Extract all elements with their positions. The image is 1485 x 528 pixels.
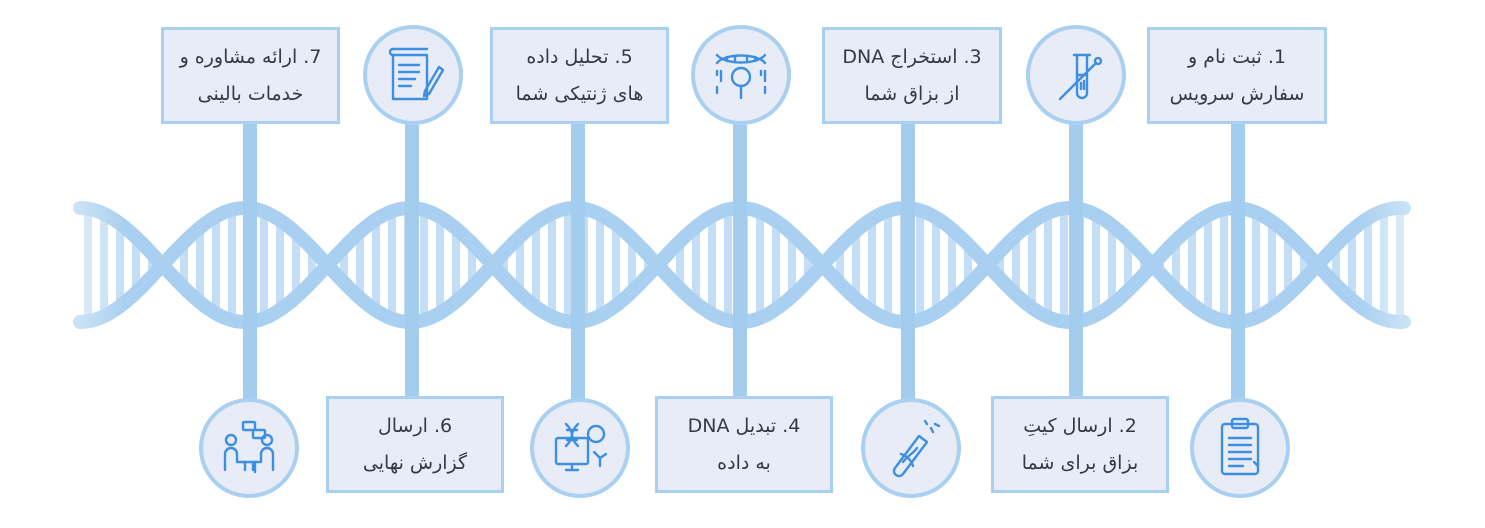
connector-line-7 — [1231, 118, 1245, 408]
step-1-title: 1. ثبت نام و — [1188, 45, 1286, 68]
step-5-title: 5. تحلیل داده — [526, 45, 633, 68]
step-5-box: 5. تحلیل داده های ژنتیکی شما — [490, 27, 669, 124]
clipboard-icon — [1220, 417, 1260, 476]
step-3-box: 3. استخراج DNA از بزاق شما — [822, 27, 1002, 124]
step-5-icon-circle — [530, 398, 630, 498]
step-5-subtitle: های ژنتیکی شما — [515, 82, 644, 105]
step-7-box: 7. ارائه مشاوره و خدمات بالینی — [161, 27, 340, 124]
step-1-icon-circle — [1026, 25, 1126, 125]
step-4-box: 4. تبدیل DNA به داده — [655, 396, 833, 493]
step-6-subtitle: گزارش نهایی — [362, 451, 468, 474]
connector-line-3 — [571, 118, 585, 408]
connector-line-4 — [733, 118, 747, 408]
document-pen-icon — [388, 47, 445, 101]
test-tube-swab-icon — [892, 419, 941, 478]
step-2-title: 2. ارسال کیتِ — [1023, 414, 1137, 437]
step-3-subtitle: از بزاق شما — [864, 82, 960, 105]
step-2-box: 2. ارسال کیتِ بزاق برای شما — [991, 396, 1169, 493]
dna-monitor-icon — [554, 422, 608, 472]
dna-search-icon — [715, 53, 767, 100]
step-6-title: 6. ارسال — [377, 414, 453, 437]
step-3-title: 3. استخراج DNA — [842, 45, 982, 68]
step-4-title: 4. تبدیل DNA — [687, 414, 801, 437]
step-7-icon-circle — [199, 398, 299, 498]
step-2-icon-circle — [1190, 398, 1290, 498]
test-tube-swab-icon — [1058, 53, 1103, 101]
step-7-title: 7. ارائه مشاوره و — [179, 45, 322, 68]
step-1-subtitle: سفارش سرویس — [1169, 82, 1305, 105]
step-4-icon-circle — [691, 25, 791, 125]
step-1-box: 1. ثبت نام و سفارش سرویس — [1147, 27, 1327, 124]
step-2-subtitle: بزاق برای شما — [1021, 451, 1139, 474]
step-4-subtitle: به داده — [717, 451, 771, 474]
connector-line-5 — [901, 118, 915, 408]
step-3-icon-circle — [861, 398, 961, 498]
connector-line-2 — [405, 118, 419, 408]
step-7-subtitle: خدمات بالینی — [197, 82, 304, 105]
step-6-icon-circle — [363, 25, 463, 125]
connector-lines — [243, 118, 1245, 408]
connector-line-1 — [243, 118, 257, 408]
consultation-icon — [223, 420, 275, 474]
connector-line-6 — [1069, 118, 1083, 408]
step-6-box: 6. ارسال گزارش نهایی — [326, 396, 504, 493]
